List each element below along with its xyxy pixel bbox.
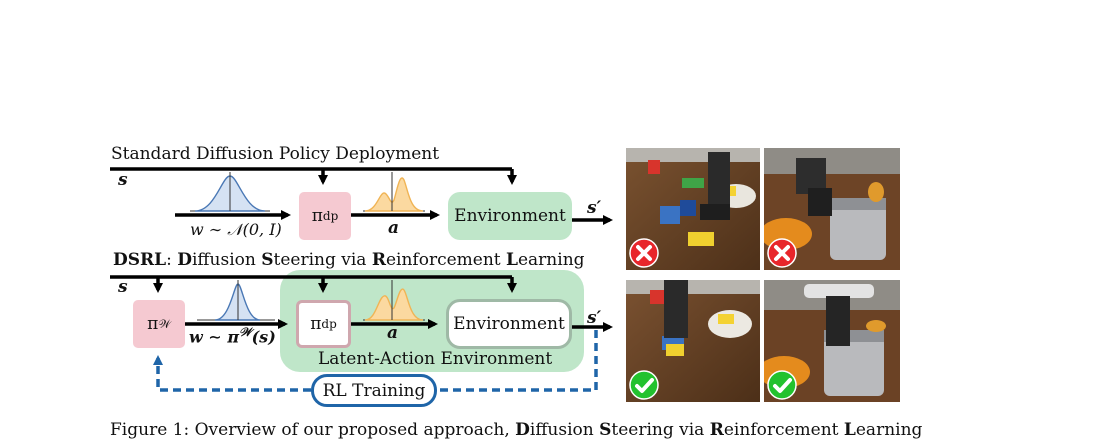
text-part: Figure 1: Overview of our proposed appro… (110, 420, 516, 440)
top-noise-label: w ∼ 𝒩(0, I) (190, 220, 282, 239)
top-policy-sub: dp (322, 209, 339, 223)
bottom-next-state-label: s′ (587, 308, 602, 328)
bottom-noise-suffix: (s) (251, 327, 276, 347)
text-part: teering via (611, 420, 710, 440)
top-next-state-label: s′ (587, 198, 602, 218)
figure-caption: Figure 1: Overview of our proposed appro… (110, 420, 922, 440)
bottom-env-label: Environment (453, 314, 565, 334)
top-environment-box: Environment (448, 192, 572, 240)
text-part: R (709, 420, 724, 440)
latent-policy-label: π (147, 314, 159, 334)
bottom-state-label: s (118, 277, 128, 297)
top-policy-label: π (311, 206, 323, 226)
text-part: S (261, 250, 274, 270)
success-icon (629, 370, 659, 400)
top-state-label: s (118, 170, 128, 190)
text-part: einforcement (723, 420, 844, 440)
text-part: R (371, 250, 386, 270)
text-part: iffusion (529, 420, 600, 440)
bottom-policy-label: π (310, 314, 322, 334)
bottom-panel-title: DSRL: Diffusion Steering via Reinforceme… (113, 250, 585, 270)
text-part: L (506, 250, 518, 270)
latent-env-label: Latent-Action Environment (318, 349, 553, 369)
top-panel-title: Standard Diffusion Policy Deployment (111, 144, 440, 164)
text-part: DSRL (113, 250, 167, 270)
text-part: S (599, 420, 612, 440)
bottom-latent-dist-icon (197, 280, 275, 321)
rl-training-box: RL Training (311, 374, 437, 407)
text-part: earning (517, 250, 585, 270)
text-part: : (166, 250, 178, 270)
top-env-label: Environment (454, 206, 566, 226)
fail-icon (767, 238, 797, 268)
fail-icon (629, 238, 659, 268)
text-part: iffusion (192, 250, 262, 270)
text-part: earning (855, 420, 923, 440)
bottom-noise-sup: 𝒲 (239, 325, 252, 339)
text-part: teering via (273, 250, 372, 270)
rl-training-label: RL Training (322, 380, 426, 401)
top-action-label: a (388, 218, 400, 238)
success-icon (767, 370, 797, 400)
text-part: D (515, 420, 530, 440)
text-part: einforcement (385, 250, 507, 270)
text-part: D (177, 250, 192, 270)
top-state-line (110, 167, 517, 185)
bottom-policy-sub: dp (321, 317, 337, 331)
top-gaussian-icon (190, 172, 270, 212)
bottom-action-label: a (387, 323, 399, 343)
top-action-dist-icon (363, 172, 425, 212)
text-part: L (843, 420, 856, 440)
latent-policy-sup: 𝒲 (158, 316, 171, 331)
bottom-environment-box: Environment (446, 299, 572, 349)
bottom-noise-prefix: w ∼ π (189, 327, 240, 347)
bottom-noise-label: w ∼ π𝒲(s) (189, 325, 276, 346)
